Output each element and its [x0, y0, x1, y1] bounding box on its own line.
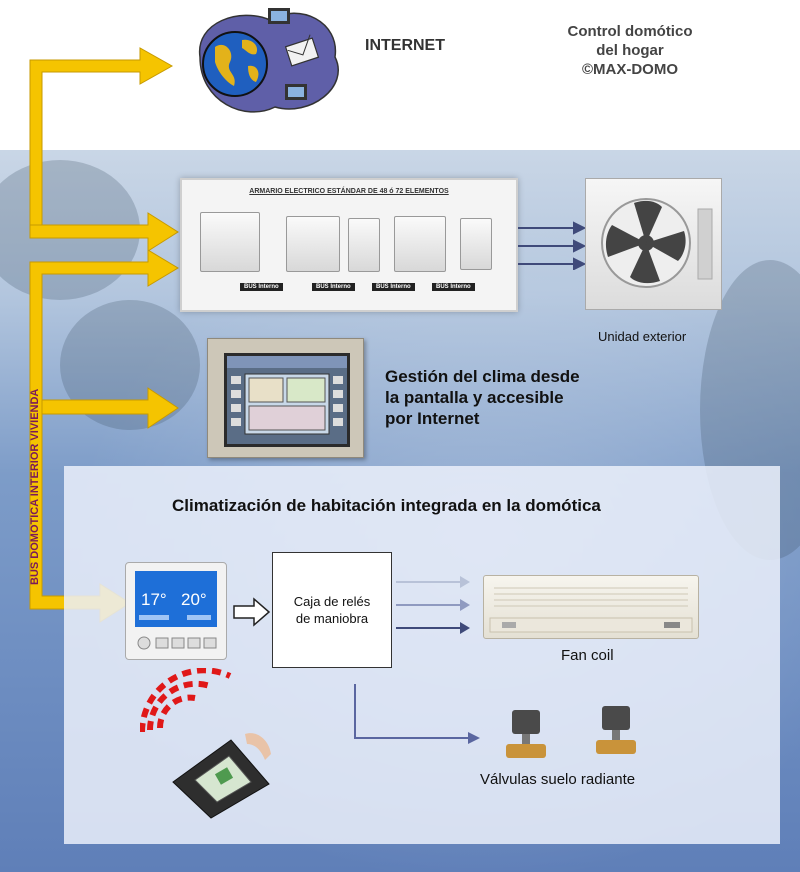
electrical-panel: ARMARIO ELECTRICO ESTÁNDAR DE 48 ó 72 EL…: [180, 178, 518, 312]
title-line-2: del hogar: [596, 42, 664, 59]
bus-label: BUS DOMOTICA INTERIOR VIVIENDA: [29, 389, 41, 585]
room-temp: 17°: [141, 590, 167, 609]
screen-display: [224, 353, 350, 447]
gestion-line-3: por Internet: [385, 409, 480, 428]
outdoor-unit-caption: Unidad exterior: [598, 329, 687, 344]
palm-tree-mid: [60, 300, 200, 430]
fan-coil-caption: Fan coil: [561, 647, 614, 664]
panel-module-5: [460, 218, 492, 270]
fan-coil-unit: [483, 575, 699, 639]
house-plan-icon: [227, 356, 347, 435]
panel-module-3: [348, 218, 380, 272]
internet-globe-icon: [199, 8, 339, 113]
title-line-1: Control domótico: [567, 23, 693, 40]
bus-badge-2: BUS Interno: [312, 283, 355, 291]
valve-icon-1: [506, 710, 546, 758]
fan-icon: [601, 198, 713, 288]
page-title: Control domótico del hogar ©MAX-DOMO: [520, 22, 740, 79]
relay-output-arrows: [396, 576, 470, 634]
handheld-remote-icon: [172, 733, 271, 819]
panel-module-4: [394, 216, 446, 272]
thermostat: 17° 20°: [125, 562, 227, 660]
valves-caption: Válvulas suelo radiante: [480, 771, 636, 788]
set-temp: 20°: [181, 590, 207, 609]
title-line-3: ©MAX-DOMO: [581, 61, 679, 78]
valve-icon-2: [596, 706, 636, 754]
room-section-title: Climatización de habitación integrada en…: [172, 496, 601, 515]
gestion-line-1: Gestión del clima desde: [385, 367, 580, 386]
relay-line-1: Caja de relés: [293, 594, 371, 609]
panel-title: ARMARIO ELECTRICO ESTÁNDAR DE 48 ó 72 EL…: [249, 188, 449, 195]
relay-line-2: de maniobra: [295, 611, 369, 626]
bus-badge-4: BUS Interno: [432, 283, 475, 291]
touch-screen: [207, 338, 364, 458]
relay-to-valves-arrow: [354, 684, 480, 744]
thermostat-display: 17° 20°: [135, 571, 217, 627]
fan-coil-grille: [489, 587, 693, 633]
relay-box: Caja de relés de maniobra: [272, 552, 392, 668]
thermostat-buttons: [137, 636, 217, 650]
wireless-signal-icon: [140, 668, 232, 733]
internet-label: INTERNET: [365, 37, 445, 54]
outdoor-unit: [585, 178, 722, 310]
panel-module-1: [200, 212, 260, 272]
bus-badge-1: BUS Interno: [240, 283, 283, 291]
outdoor-arrows: [518, 221, 586, 270]
thermostat-to-relay-arrow: [233, 597, 271, 627]
relay-box-label: Caja de relés de maniobra: [273, 593, 391, 627]
gestion-line-2: la pantalla y accesible: [385, 388, 564, 407]
bus-badge-3: BUS Interno: [372, 283, 415, 291]
climate-management-text: Gestión del clima desde la pantalla y ac…: [385, 366, 580, 429]
panel-module-2: [286, 216, 340, 272]
thermostat-readout: 17° 20°: [139, 590, 211, 620]
bus-label-text: BUS DOMOTICA INTERIOR VIVIENDA: [29, 389, 41, 585]
